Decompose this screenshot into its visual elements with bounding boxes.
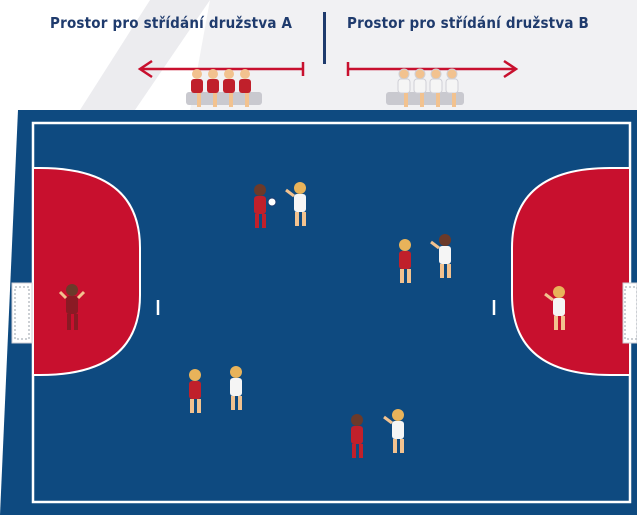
background-shape-left <box>80 0 210 110</box>
goal-right <box>622 282 637 344</box>
team-a-arrow <box>137 59 305 79</box>
substitutes-bench-team-a-icon <box>186 69 262 107</box>
background-shape-right <box>190 0 637 110</box>
substitutes-bench-team-b-icon <box>386 68 464 107</box>
goal-area-left <box>32 167 141 376</box>
handball-player-icon <box>58 184 411 458</box>
goal-area-right <box>511 167 631 376</box>
goal-left <box>11 282 33 344</box>
team-b-substitution-zone-label: Prostor pro střídání družstva B <box>347 14 590 32</box>
handball-player-icon <box>230 182 565 453</box>
background-shape-white <box>0 0 150 110</box>
team-b-arrow <box>346 59 519 79</box>
court-surface <box>0 110 637 515</box>
zone-divider <box>323 12 326 64</box>
court <box>0 110 637 515</box>
team-a-substitution-zone-label: Prostor pro střídání družstva A <box>50 14 293 32</box>
